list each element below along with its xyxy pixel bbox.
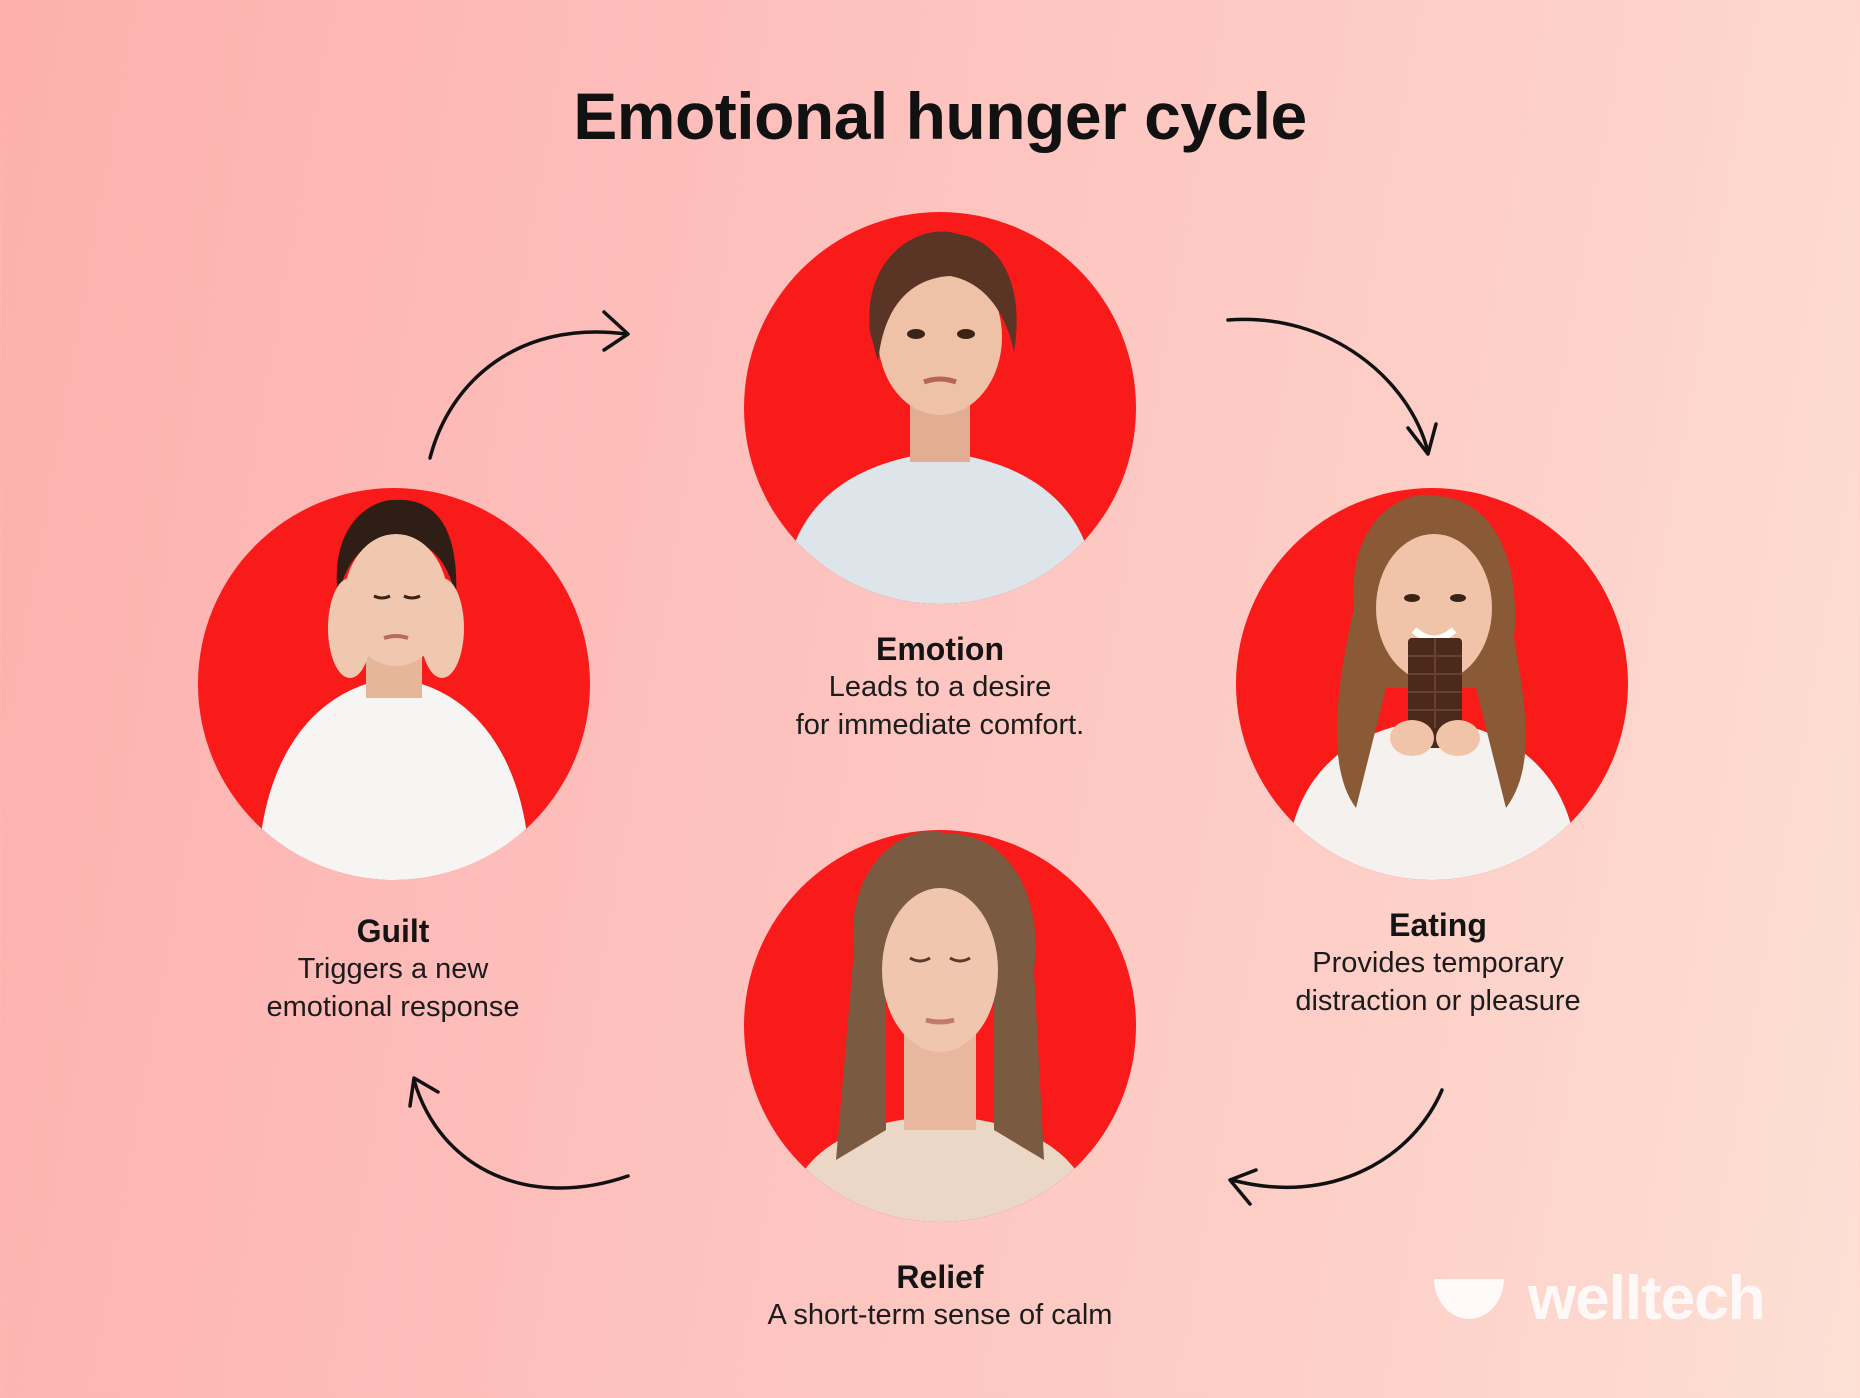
guilt-photo	[198, 488, 590, 880]
step-description: Leads to a desire for immediate comfort.	[795, 671, 1085, 741]
eating-caption: Eating Provides temporary distraction or…	[1228, 906, 1648, 1020]
step-description: A short-term sense of calm	[767, 1299, 1113, 1331]
diagram-title: Emotional hunger cycle	[573, 79, 1307, 153]
step-label: Eating	[1389, 907, 1487, 943]
guilt-caption: Guilt Triggers a new emotional response	[183, 912, 603, 1026]
brand-name: welltech	[1528, 1264, 1766, 1333]
step-description: Triggers a new emotional response	[266, 953, 520, 1023]
welltech-logo: welltech	[1432, 1264, 1766, 1333]
emotion-caption: Emotion Leads to a desire for immediate …	[730, 630, 1150, 744]
arrow-emotion-to-eating	[1226, 317, 1438, 456]
arrow-guilt-to-emotion	[428, 310, 630, 460]
step-description: Provides temporary distraction or pleasu…	[1295, 947, 1581, 1017]
arrow-relief-to-guilt	[408, 1076, 630, 1190]
step-label: Relief	[896, 1259, 984, 1295]
arrow-eating-to-relief	[1228, 1088, 1444, 1206]
bowl-icon	[1434, 1279, 1504, 1319]
relief-photo	[744, 830, 1136, 1222]
step-label: Guilt	[356, 913, 430, 949]
eating-photo	[1236, 488, 1628, 880]
emotion-photo	[744, 212, 1136, 604]
step-label: Emotion	[876, 631, 1004, 667]
relief-caption: Relief A short-term sense of calm	[730, 1258, 1150, 1334]
